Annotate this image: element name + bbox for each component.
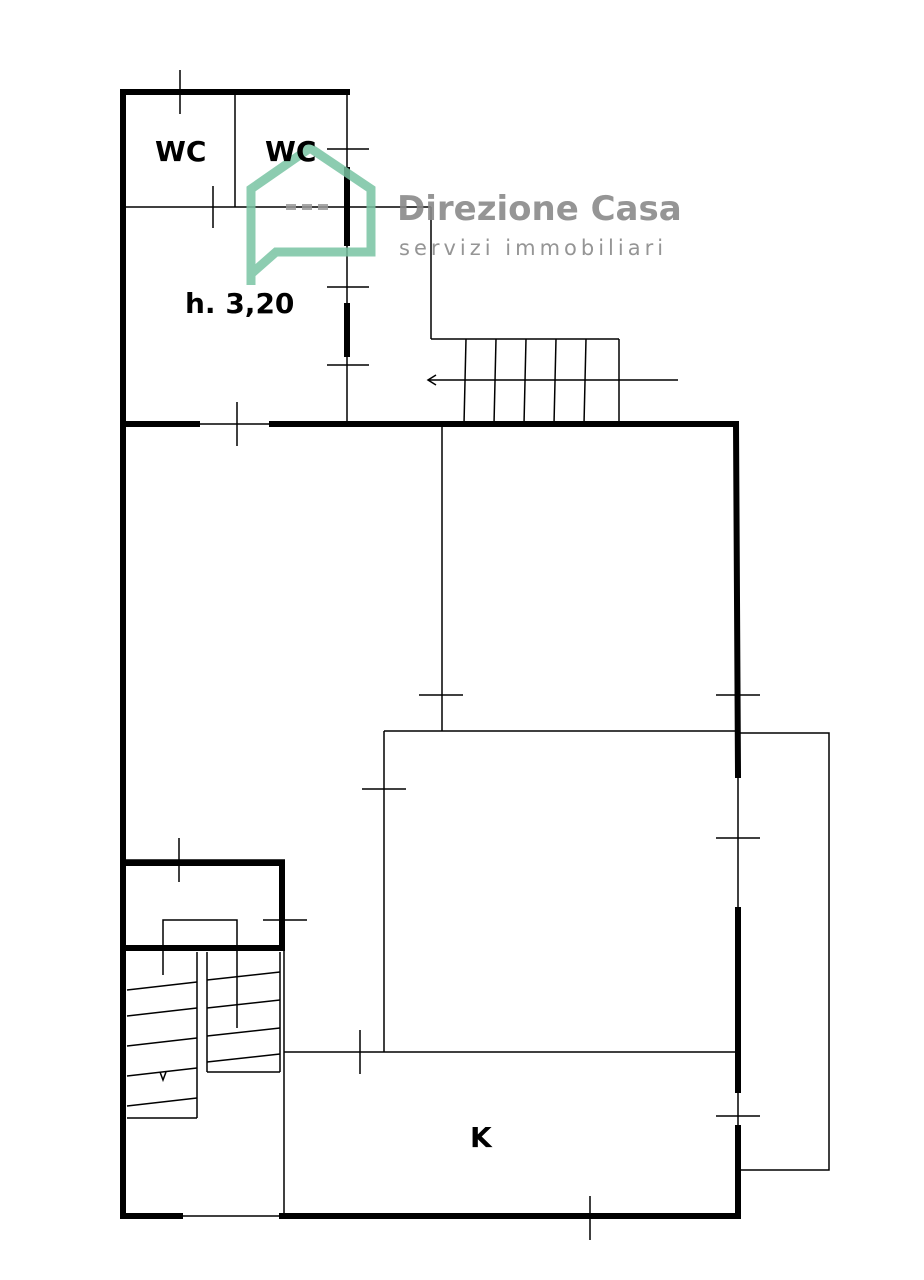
house-speech-bubble-icon <box>246 142 376 285</box>
room-label-kitchen: K <box>470 1121 492 1154</box>
balcony-outline <box>738 732 830 1171</box>
wall-right-upper <box>732 420 742 779</box>
interior-partitions <box>123 92 830 1217</box>
door-markers <box>178 70 760 1240</box>
watermark-brand-name: Direzione Casa <box>397 189 682 229</box>
entry-stair <box>426 338 678 425</box>
internal-stair <box>126 919 281 1119</box>
room-label-wc-right: WC <box>265 135 317 168</box>
watermark-tagline: servizi immobiliari <box>399 236 668 260</box>
ceiling-height-label: h. 3,20 <box>185 287 295 320</box>
room-label-wc-left: WC <box>155 135 207 168</box>
